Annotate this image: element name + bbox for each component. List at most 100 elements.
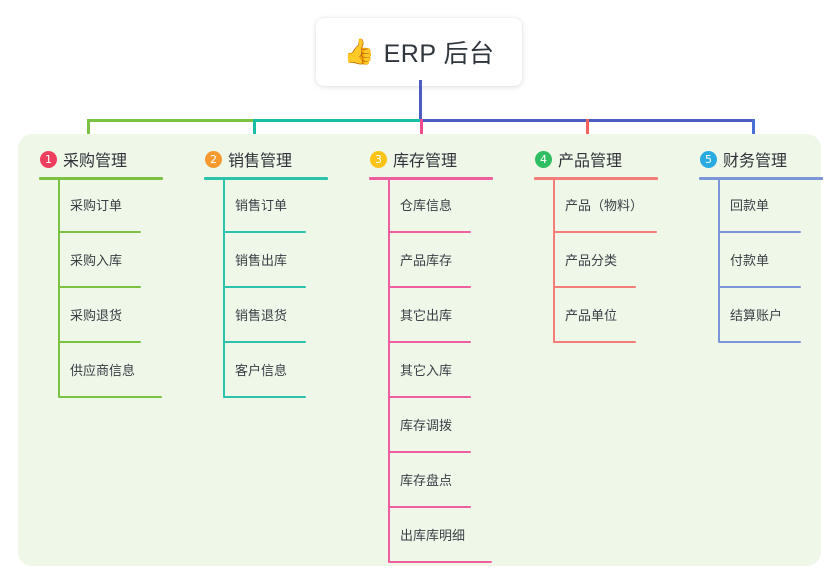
column-title-2: 销售管理 [228, 153, 293, 170]
tree-item-rule [58, 286, 141, 288]
tree-item-rule [388, 341, 471, 343]
column-items-5: 回款单付款单结算账户 [678, 178, 839, 343]
tree-item[interactable]: 采购入库 [18, 233, 183, 288]
tree-item-label: 采购入库 [70, 253, 123, 268]
column-spine-3 [388, 177, 390, 562]
tree-item[interactable]: 结算账户 [678, 288, 839, 343]
tree-item[interactable]: 产品（物料） [513, 178, 678, 233]
branch-drop-2 [253, 119, 256, 148]
branch-bar-1 [87, 119, 256, 122]
column-header-rule-2 [204, 177, 328, 180]
tree-item-rule [58, 341, 141, 343]
tree-item-label: 产品分类 [565, 253, 618, 268]
column-title-5: 财务管理 [723, 153, 788, 170]
column-items-2: 销售订单销售出库销售退货客户信息 [183, 178, 348, 398]
tree-item-rule [388, 396, 471, 398]
branch-drop-1 [87, 119, 90, 148]
column-2: 2 销售管理销售订单销售出库销售退货客户信息 [183, 134, 348, 566]
tree-item[interactable]: 库存盘点 [348, 453, 513, 508]
branch-drop-3 [420, 119, 423, 148]
root-node-title: ERP 后台 [383, 40, 495, 68]
tree-item-rule [718, 341, 801, 343]
column-header-1[interactable]: 1 采购管理 [40, 134, 183, 174]
tree-item[interactable]: 采购退货 [18, 288, 183, 343]
tree-item-label: 销售订单 [235, 198, 288, 213]
tree-item-label: 仓库信息 [400, 198, 453, 213]
column-badge-1: 1 [40, 150, 57, 168]
branch-bar-2 [253, 119, 423, 122]
column-items-3: 仓库信息产品库存其它出库其它入库库存调拨库存盘点出库库明细 [348, 178, 513, 563]
tree-item-rule [58, 396, 162, 398]
branch-drop-5 [752, 119, 755, 148]
tree-item-label: 其它入库 [400, 363, 453, 378]
tree-item[interactable]: 出库库明细 [348, 508, 513, 563]
tree-item-rule [223, 396, 306, 398]
tree-panel [18, 134, 821, 566]
tree-item-rule [388, 286, 471, 288]
tree-item-label: 销售出库 [235, 253, 288, 268]
tree-item[interactable]: 客户信息 [183, 343, 348, 398]
tree-item-rule [223, 231, 306, 233]
tree-item-label: 结算账户 [730, 308, 783, 323]
tree-item[interactable]: 其它入库 [348, 343, 513, 398]
tree-item[interactable]: 销售退货 [183, 288, 348, 343]
tree-item[interactable]: 供应商信息 [18, 343, 183, 398]
column-badge-4: 4 [535, 150, 552, 168]
tree-item[interactable]: 销售订单 [183, 178, 348, 233]
column-header-2[interactable]: 2 销售管理 [205, 134, 348, 174]
tree-item-label: 客户信息 [235, 363, 288, 378]
tree-item[interactable]: 付款单 [678, 233, 839, 288]
tree-item-rule [718, 231, 801, 233]
tree-item-label: 库存盘点 [400, 473, 453, 488]
tree-item-rule [718, 286, 801, 288]
tree-item[interactable]: 仓库信息 [348, 178, 513, 233]
column-spine-4 [553, 177, 555, 342]
column-5: 5 财务管理回款单付款单结算账户 [678, 134, 839, 566]
tree-item-rule [553, 231, 657, 233]
tree-item-rule [388, 506, 471, 508]
column-badge-5: 5 [700, 150, 717, 168]
column-spine-5 [718, 177, 720, 342]
tree-item[interactable]: 其它出库 [348, 288, 513, 343]
thumbs-up-icon: 👍 [343, 37, 375, 66]
column-title-1: 采购管理 [63, 153, 128, 170]
column-items-4: 产品（物料） 产品分类产品单位 [513, 178, 678, 343]
tree-item-label: 销售退货 [235, 308, 288, 323]
column-badge-3: 3 [370, 150, 387, 168]
tree-item[interactable]: 产品分类 [513, 233, 678, 288]
column-container: 1 采购管理采购订单采购入库采购退货供应商信息 2 销售管理销售订单销售出库销售退货客… [18, 134, 823, 566]
trunk-line [419, 80, 422, 122]
tree-item[interactable]: 库存调拨 [348, 398, 513, 453]
tree-item-label: 回款单 [730, 198, 770, 213]
tree-item-label: 产品单位 [565, 308, 618, 323]
column-header-rule-3 [369, 177, 493, 180]
tree-item-rule [223, 286, 306, 288]
tree-item[interactable]: 采购订单 [18, 178, 183, 233]
tree-item-label: 付款单 [730, 253, 770, 268]
tree-item-rule [388, 451, 471, 453]
tree-item-rule [388, 231, 471, 233]
tree-item-rule [388, 561, 492, 563]
tree-item[interactable]: 销售出库 [183, 233, 348, 288]
branch-drop-4 [586, 119, 589, 148]
tree-item-label: 产品库存 [400, 253, 453, 268]
column-items-1: 采购订单采购入库采购退货供应商信息 [18, 178, 183, 398]
tree-item-label: 供应商信息 [70, 363, 136, 378]
column-header-rule-1 [39, 177, 163, 180]
tree-item-label: 库存调拨 [400, 418, 453, 433]
tree-item-label: 其它出库 [400, 308, 453, 323]
column-1: 1 采购管理采购订单采购入库采购退货供应商信息 [18, 134, 183, 566]
tree-item-rule [553, 286, 636, 288]
column-badge-2: 2 [205, 150, 222, 168]
tree-item[interactable]: 产品库存 [348, 233, 513, 288]
column-header-rule-4 [534, 177, 658, 180]
tree-item[interactable]: 产品单位 [513, 288, 678, 343]
tree-item-rule [223, 341, 306, 343]
column-header-5[interactable]: 5 财务管理 [700, 134, 839, 174]
tree-item-label: 出库库明细 [400, 528, 466, 543]
tree-item[interactable]: 回款单 [678, 178, 839, 233]
root-node-card[interactable]: 👍 ERP 后台 [316, 18, 522, 86]
